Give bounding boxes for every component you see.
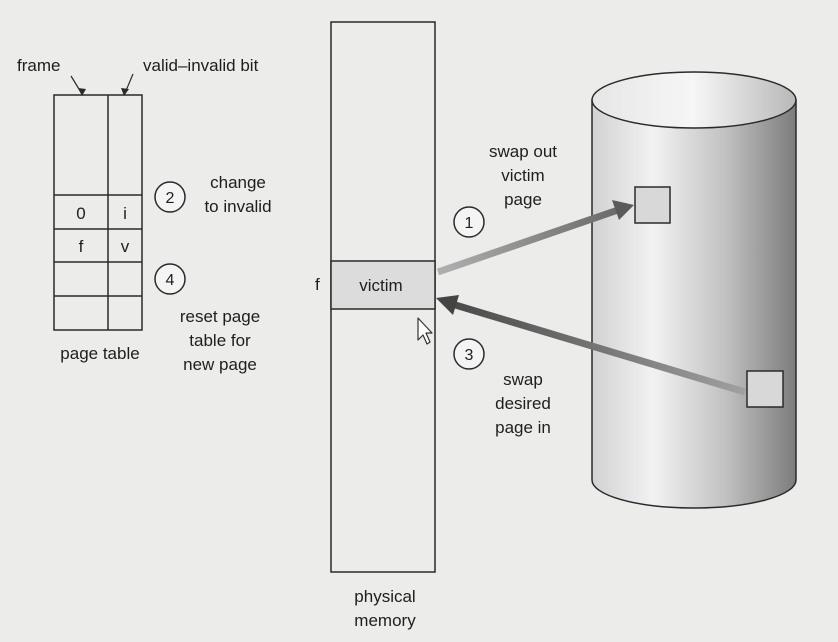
step-4-text-line: new page <box>183 355 257 374</box>
disk-top <box>591 71 797 129</box>
page-table-bit-cell: i <box>123 204 127 223</box>
step-2-number: 2 <box>166 190 175 207</box>
swap-out-arrow <box>436 206 620 276</box>
physical-memory-caption-line: memory <box>354 611 416 630</box>
step-4-circle <box>154 263 186 295</box>
step-1-text-line: page <box>504 190 542 209</box>
step-3-text-line: page in <box>495 418 551 437</box>
swap-in-arrow <box>450 300 747 396</box>
disk-backing-store <box>591 71 797 509</box>
physical-memory-caption-line: physical <box>354 587 415 606</box>
victim-frame <box>330 260 436 310</box>
mouse-cursor-icon <box>417 317 433 345</box>
page-table-bit-cell: v <box>121 237 130 256</box>
page-table-caption: page table <box>60 344 139 363</box>
step-2-circle <box>154 181 186 213</box>
swap-out-arrowhead <box>612 200 634 220</box>
disk-victim-page-slot <box>634 186 671 224</box>
disk-desired-page-slot <box>746 370 784 408</box>
swap-in-arrowhead <box>436 295 459 315</box>
step-4-text-line: reset page <box>180 307 260 326</box>
frame-label-pointer-head <box>78 88 86 96</box>
page-table: 0 i f v <box>53 94 143 331</box>
step-1-text-line: swap out <box>489 142 557 161</box>
step-3-number: 3 <box>465 347 474 364</box>
valid-invalid-bit-label: valid–invalid bit <box>143 56 259 75</box>
page-table-frame <box>53 94 143 331</box>
step-2-text-line: to invalid <box>204 197 271 216</box>
step-3-text-line: desired <box>495 394 551 413</box>
frame-column-label: frame <box>17 56 60 75</box>
page-table-frame-cell: f <box>79 237 84 256</box>
disk-body <box>591 99 797 509</box>
step-3-text-line: swap <box>503 370 543 389</box>
step-2-text-line: change <box>210 173 266 192</box>
valid-bit-label-pointer-head <box>121 88 129 96</box>
page-table-frame-cell: 0 <box>76 204 85 223</box>
step-4-text-line: table for <box>189 331 251 350</box>
step-1-number: 1 <box>465 215 474 232</box>
physical-memory: victim <box>330 21 436 573</box>
step-4-number: 4 <box>166 272 175 289</box>
step-1-text-line: victim <box>501 166 544 185</box>
frame-f-label: f <box>315 275 320 294</box>
victim-frame-label: victim <box>359 276 402 295</box>
step-3-circle <box>453 338 485 370</box>
step-1-circle <box>453 206 485 238</box>
